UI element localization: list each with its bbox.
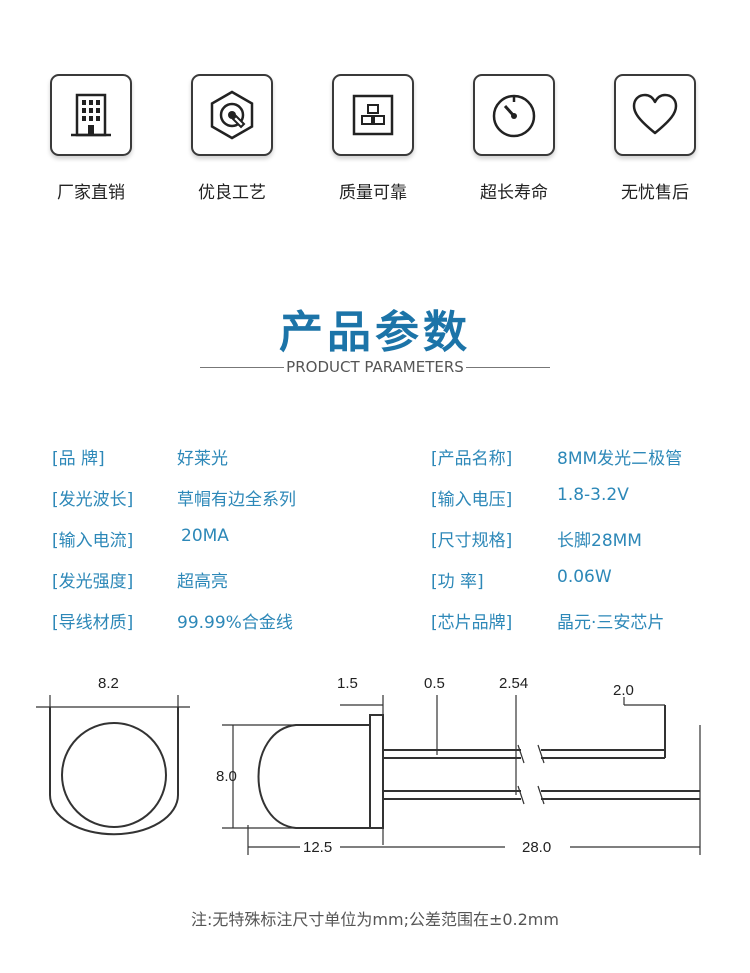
param-value: 1.8-3.2V <box>557 485 629 505</box>
feature-row: 厂家直销 优良工艺 质量可靠 <box>0 74 750 214</box>
dimension-guides <box>222 695 701 855</box>
param-key: [输入电压] <box>431 490 513 510</box>
feature-direct-sale: 厂家直销 <box>31 74 151 203</box>
led-front-view <box>36 695 190 836</box>
footnote: 注:无特殊标注尺寸单位为mm;公差范围在±0.2mm <box>191 910 559 929</box>
param-key: [功 率] <box>431 572 484 592</box>
param-key: [尺寸规格] <box>431 531 513 551</box>
feature-craft: 优良工艺 <box>172 74 292 203</box>
section-subtitle: PRODUCT PARAMETERS <box>0 358 750 376</box>
parameter-row: [发光波长] 草帽有边全系列 [输入电压] 1.8-3.2V <box>0 485 750 511</box>
parameter-row: [输入电流] 20MA [尺寸规格] 长脚28MM <box>0 526 750 552</box>
dim-lead-pitch: 2.54 <box>499 675 528 692</box>
param-value: 0.06W <box>557 567 612 587</box>
feature-label: 无忧售后 <box>621 183 689 203</box>
feature-label: 厂家直销 <box>57 183 125 203</box>
section-subtitle-text: PRODUCT PARAMETERS <box>286 358 464 376</box>
feature-label: 质量可靠 <box>339 183 407 203</box>
param-value: 8MM发光二极管 <box>557 449 683 469</box>
gauge-icon <box>473 74 555 156</box>
dim-lead-width: 0.5 <box>424 675 445 692</box>
parameter-row: [品 牌] 好莱光 [产品名称] 8MM发光二极管 <box>0 444 750 470</box>
building-icon <box>50 74 132 156</box>
heart-icon <box>614 74 696 156</box>
param-value: 99.99%合金线 <box>177 613 293 633</box>
divider-line <box>200 367 285 368</box>
param-value: 草帽有边全系列 <box>177 490 296 510</box>
param-value: 超高亮 <box>177 572 228 592</box>
feature-label: 优良工艺 <box>198 183 266 203</box>
parameter-row: [发光强度] 超高亮 [功 率] 0.06W <box>0 567 750 593</box>
param-value: 长脚28MM <box>557 531 642 551</box>
param-key: [品 牌] <box>52 449 105 469</box>
hexagon-craft-icon <box>191 74 273 156</box>
dim-body-length: 12.5 <box>303 839 332 856</box>
dim-body-height: 8.0 <box>216 768 237 785</box>
feature-quality: 质量可靠 <box>313 74 433 203</box>
param-key: [产品名称] <box>431 449 513 469</box>
param-value: 20MA <box>181 526 229 546</box>
section-title: 产品参数 <box>279 307 471 358</box>
led-side-view <box>257 705 700 829</box>
dim-lead-length: 28.0 <box>522 839 551 856</box>
feature-label: 超长寿命 <box>480 183 548 203</box>
param-value: 好莱光 <box>177 449 228 469</box>
quality-box-icon <box>332 74 414 156</box>
param-value: 晶元·三安芯片 <box>557 613 665 633</box>
param-key: [发光强度] <box>52 572 134 592</box>
dimension-drawing: 8.2 1.5 0.5 2.5 <box>36 675 701 856</box>
param-key: [导线材质] <box>52 613 134 633</box>
feature-lifespan: 超长寿命 <box>454 74 574 203</box>
dim-front-diameter: 8.2 <box>98 675 119 692</box>
dim-flange: 1.5 <box>337 675 358 692</box>
param-key: [芯片品牌] <box>431 613 513 633</box>
divider-line <box>465 367 550 368</box>
parameter-row: [导线材质] 99.99%合金线 [芯片品牌] 晶元·三安芯片 <box>0 608 750 634</box>
param-key: [发光波长] <box>52 490 134 510</box>
param-key: [输入电流] <box>52 531 134 551</box>
dim-lead-step: 2.0 <box>613 682 634 699</box>
feature-aftersale: 无忧售后 <box>595 74 715 203</box>
